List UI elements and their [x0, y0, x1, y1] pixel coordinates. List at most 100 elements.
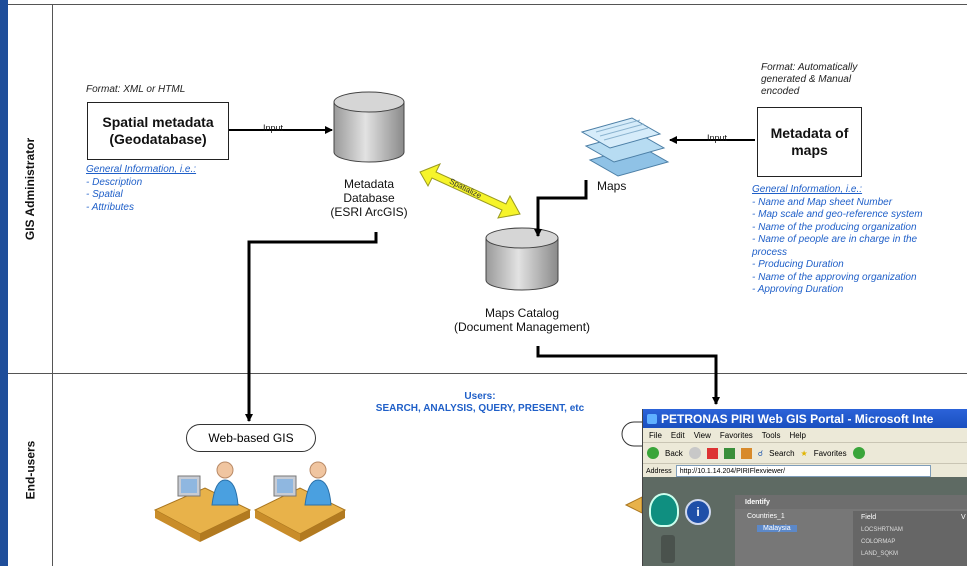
ie-logo-icon — [647, 413, 657, 424]
portal-pill-edge — [621, 421, 642, 447]
left-info-item: - Attributes — [86, 201, 134, 213]
right-info-item: - Name of the producing organization — [752, 221, 917, 233]
menu-tools[interactable]: Tools — [761, 430, 781, 440]
users-line2: SEARCH, ANALYSIS, QUERY, PRESENT, etc — [375, 403, 585, 414]
col-field: Field — [861, 514, 877, 521]
input-label-right: Input — [707, 133, 728, 143]
grid-row: LOCSHRTNAM — [861, 527, 903, 533]
petronas-logo-icon — [649, 493, 679, 527]
browser-title-bar: PETRONAS PIRI Web GIS Portal - Microsoft… — [643, 409, 967, 428]
tree-item-countries[interactable]: Countries_1 — [747, 513, 785, 520]
zoom-control[interactable] — [661, 535, 675, 563]
identify-panel: Identify Countries_1 Malaysia Field V LO… — [735, 495, 967, 566]
left-info-heading: General Information, i.e.: — [86, 164, 197, 175]
media-icon[interactable] — [852, 447, 865, 459]
spatial-metadata-line2: (Geodatabase) — [109, 131, 207, 147]
col-value: V — [961, 514, 966, 521]
menu-favorites[interactable]: Favorites — [719, 430, 753, 440]
input-label-left: Input — [263, 123, 284, 133]
top-border — [8, 4, 967, 5]
left-info-item: - Description — [86, 176, 143, 188]
address-field[interactable]: http://10.1.14.204/PIRIFlexviewer/ — [675, 465, 931, 477]
metadata-maps-line1: Metadata of — [770, 125, 849, 142]
menu-file[interactable]: File — [649, 430, 662, 440]
portal-map-view: i Identify Countries_1 Malaysia Field V … — [643, 477, 967, 566]
right-info-item: - Producing Duration — [752, 259, 844, 270]
address-url: http://10.1.14.204/PIRIFlexviewer/ — [679, 467, 786, 475]
left-blue-edge — [0, 0, 8, 566]
metadata-database-label: Metadata Database (ESRI ArcGIS) — [319, 177, 419, 219]
back-icon[interactable] — [647, 447, 659, 459]
metadata-maps-line2: maps — [791, 142, 828, 158]
right-general-info: General Information, i.e.: - Name and Ma… — [752, 184, 923, 297]
maps-stack-icon — [580, 117, 670, 177]
catalog-line1: Maps Catalog — [484, 306, 560, 320]
arrow-catalog-to-portal — [536, 346, 720, 405]
address-bar: Address http://10.1.14.204/PIRIFlexviewe… — [643, 463, 967, 478]
right-info-item: - Name and Map sheet Number — [752, 196, 893, 208]
grid-row: COLORMAP — [861, 539, 896, 545]
workstation-user-icon-3-partial — [624, 496, 643, 514]
right-info-item: - Approving Duration — [752, 284, 844, 295]
home-icon[interactable] — [740, 447, 752, 459]
metadata-db-line1: Metadata — [343, 177, 395, 191]
spatial-metadata-box: Spatial metadata(Geodatabase) — [87, 102, 229, 160]
forward-icon[interactable] — [688, 447, 701, 459]
users-line1: Users: — [464, 391, 496, 402]
right-info-item: process — [752, 246, 788, 258]
web-based-gis-label: Web-based GIS — [208, 431, 294, 445]
users-caption: Users: SEARCH, ANALYSIS, QUERY, PRESENT,… — [330, 391, 630, 415]
favorites-button[interactable]: Favorites — [813, 448, 847, 458]
lane-label-end-users: End-users — [8, 374, 53, 566]
menu-view[interactable]: View — [693, 430, 711, 440]
tree-item-malaysia[interactable]: Malaysia — [757, 525, 797, 532]
left-info-item: - Spatial — [86, 189, 123, 200]
catalog-line2: (Document Management) — [453, 320, 591, 334]
spatial-metadata-line1: Spatial metadata — [102, 114, 214, 131]
identify-title: Identify — [735, 495, 967, 509]
spatialize-double-arrow — [419, 163, 521, 219]
refresh-icon[interactable] — [723, 447, 735, 459]
metadata-db-line3: (ESRI ArcGIS) — [330, 205, 408, 219]
format-auto-manual: Format: Automatically generated & Manual… — [761, 62, 857, 98]
menu-help[interactable]: Help — [789, 430, 806, 440]
right-info-heading: General Information, i.e.: — [752, 184, 863, 195]
search-button[interactable]: Search — [769, 448, 795, 458]
metadata-db-line2: Database — [343, 191, 395, 205]
lane-divider — [8, 373, 967, 374]
right-info-item: - Name of people are in charge in the — [752, 234, 918, 245]
browser-toolbar: Back ☌ Search ★ Favorites — [643, 442, 967, 463]
browser-title: PETRONAS PIRI Web GIS Portal - Microsoft… — [661, 411, 934, 426]
web-based-gis-pill: Web-based GIS — [186, 424, 316, 452]
format-right-line3: encoded — [761, 86, 800, 97]
workstation-user-icon-2 — [253, 461, 347, 542]
browser-menu-bar: File Edit View Favorites Tools Help — [643, 428, 967, 442]
attribute-grid: Field V LOCSHRTNAM COLORMAP LAND_SQKM — [853, 511, 967, 566]
right-info-item: - Map scale and geo-reference system — [752, 209, 923, 220]
left-general-info: General Information, i.e.: - Description… — [86, 164, 196, 214]
favorites-icon[interactable]: ★ — [800, 448, 808, 458]
maps-catalog-cylinder — [485, 227, 559, 291]
stop-icon[interactable] — [706, 447, 718, 459]
grid-row: LAND_SQKM — [861, 551, 899, 557]
arrow-maps-to-catalog — [534, 180, 588, 237]
portal-browser-window: PETRONAS PIRI Web GIS Portal - Microsoft… — [642, 409, 967, 566]
maps-label: Maps — [597, 179, 627, 193]
menu-edit[interactable]: Edit — [670, 430, 685, 440]
address-label: Address — [646, 467, 672, 475]
info-icon[interactable]: i — [685, 499, 711, 525]
format-right-line2: generated & Manual — [761, 74, 852, 85]
workstation-user-icon-1 — [153, 461, 252, 542]
format-xml-html: Format: XML or HTML — [86, 84, 186, 95]
search-icon[interactable]: ☌ — [757, 448, 764, 458]
right-info-item: - Name of the approving organization — [752, 271, 917, 283]
arrow-db-to-webgis — [245, 232, 378, 422]
lane-label-admin: GIS Administrator — [8, 5, 53, 373]
metadata-database-cylinder — [333, 91, 405, 163]
maps-catalog-label: Maps Catalog (Document Management) — [442, 306, 602, 334]
format-right-line1: Format: Automatically — [761, 62, 858, 73]
back-button[interactable]: Back — [665, 448, 683, 458]
